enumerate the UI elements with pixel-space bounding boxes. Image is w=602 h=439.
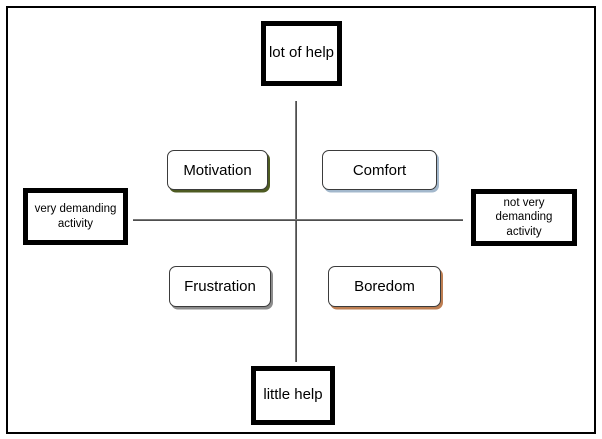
- axis-label-right: not very demanding activity: [471, 189, 577, 246]
- horizontal-axis-line: [133, 219, 463, 221]
- quadrant-box-comfort: Comfort: [322, 150, 437, 190]
- axis-label-top: lot of help: [261, 21, 342, 86]
- quadrant-box-motivation: Motivation: [167, 150, 268, 190]
- axis-label-left: very demanding activity: [23, 188, 128, 245]
- quadrant-box-frustration: Frustration: [169, 266, 271, 307]
- vertical-axis-line: [295, 101, 297, 362]
- axis-label-bottom: little help: [251, 366, 335, 425]
- quadrant-box-boredom: Boredom: [328, 266, 441, 307]
